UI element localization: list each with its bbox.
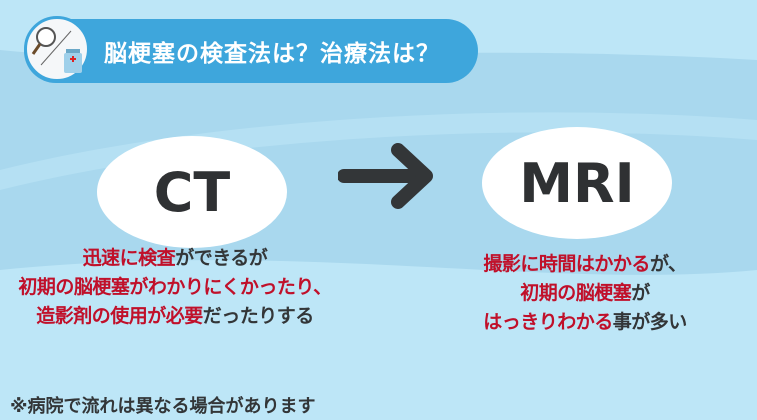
mri-description: 撮影に時間はかかるが、初期の脳梗塞がはっきりわかる事が多い [435,250,735,337]
title-banner [24,19,478,83]
footnote: ※病院で流れは異なる場合があります [10,396,316,417]
page-title: 脳梗塞の検査法は？治療法は？ [104,41,440,67]
description-line: 迅速に検査ができるが [0,244,350,273]
description-segment: が、 [649,253,687,275]
description-segment: はっきりわかる [483,311,613,333]
ct-description: 迅速に検査ができるが初期の脳梗塞がわかりにくかったり、造影剤の使用が必要だったり… [0,244,350,331]
mri-label: MRI [482,127,672,239]
description-segment: が [631,282,650,304]
ct-label: CT [97,136,287,248]
description-segment: 初期の脳梗塞がわかりにくかったり、 [18,276,332,298]
magnifier-and-medicine-icon [24,16,90,82]
description-line: はっきりわかる事が多い [435,308,735,337]
description-line: 初期の脳梗塞が [435,279,735,308]
description-segment: 造影剤の使用が必要 [36,305,203,327]
description-line: 撮影に時間はかかるが、 [435,250,735,279]
description-segment: 事が多い [612,311,688,333]
description-segment: 撮影に時間はかかる [483,253,650,275]
description-line: 初期の脳梗塞がわかりにくかったり、 [0,273,350,302]
arrow-right-icon [338,143,433,209]
description-segment: 迅速に検査 [82,247,176,269]
description-segment: ができるが [175,247,268,269]
description-segment: だったりする [202,305,315,327]
description-line: 造影剤の使用が必要だったりする [0,302,350,331]
description-segment: 初期の脳梗塞 [520,282,632,304]
